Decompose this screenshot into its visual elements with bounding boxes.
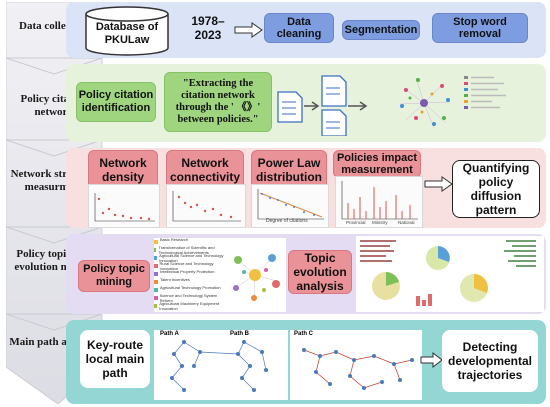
topic-legend-item: Rural Science and Technology Innovation [154, 261, 224, 270]
topic-legend-item: Talent Incentives [154, 277, 224, 286]
developmental-trajectories-result: Detecting developmental trajectories [442, 330, 538, 392]
step-data-cleaning: Data cleaning [264, 13, 334, 43]
impact-category-national: National [398, 220, 415, 225]
impact-category-ministry: Ministry [372, 220, 388, 225]
years-label: 1978–2023 [191, 14, 225, 42]
topic-legend-item: Agricultural Science and Technology Inno… [154, 253, 224, 262]
arrow-right-icon [424, 176, 453, 192]
key-route-local-path-box: Key-route local main path [80, 330, 150, 388]
policy-topic-mining-box: Policy topic mining [78, 260, 150, 292]
database-label: Database of PKULaw [95, 21, 159, 46]
path-b-label: Path B [230, 331, 250, 337]
topic-legend-item: Agricultural Machinery Equipment Innovat… [154, 301, 224, 310]
topic-legend-item: Science and Technology System Reform [154, 293, 224, 302]
document-icons [277, 75, 368, 136]
density-plot-thumbnail [88, 184, 160, 228]
arrow-right-icon [420, 352, 443, 368]
step-segmentation: Segmentation [342, 20, 420, 40]
topic-legend-item: Transformation of Scientific and Technol… [154, 245, 224, 254]
citation-network-graph-image [399, 76, 506, 129]
topic-legend-item: Agricultural Technology Promotion [154, 285, 224, 294]
citation-extraction-quote: "Extracting the citation network through… [164, 72, 272, 132]
metric-network-connectivity: Network connectivity [166, 150, 244, 190]
path-c-graph: Path C [290, 330, 422, 400]
step-stop-word-removal: Stop word removal [432, 13, 528, 43]
database-cylinder-icon [85, 6, 169, 56]
topic-evolution-box: Topic evolution analysis [288, 250, 352, 294]
metric-policy-impact: Policies impact measurement [333, 150, 421, 178]
policy-diffusion-result: Quantifying policy diffusion pattern [452, 160, 540, 218]
topic-evolution-charts-image [356, 236, 544, 312]
path-a-label: Path A [160, 331, 179, 337]
citation-identification-box: Policy citation identification [76, 82, 156, 122]
power-law-plot-thumbnail: Degree of citations [251, 184, 329, 228]
power-law-x-axis-label: Degree of citations [266, 218, 308, 224]
path-a-b-graph: Path A Path B [154, 330, 288, 400]
topic-legend-item: Intellectual Property Protection [154, 269, 224, 278]
topic-legend-image: Basic Research Transformation of Scienti… [154, 237, 286, 312]
topic-legend-item: Basic Research [154, 237, 224, 246]
metric-power-law: Power Law distribution [251, 150, 327, 190]
policy-impact-plot-thumbnail: Provincial Ministry National [335, 176, 423, 228]
impact-category-provincial: Provincial [346, 220, 366, 225]
connectivity-plot-thumbnail [166, 184, 246, 228]
path-c-label: Path C [294, 331, 314, 337]
topic-cluster-graph [231, 253, 281, 303]
arrow-right-icon [234, 22, 263, 38]
metric-network-density: Network density [88, 150, 158, 190]
